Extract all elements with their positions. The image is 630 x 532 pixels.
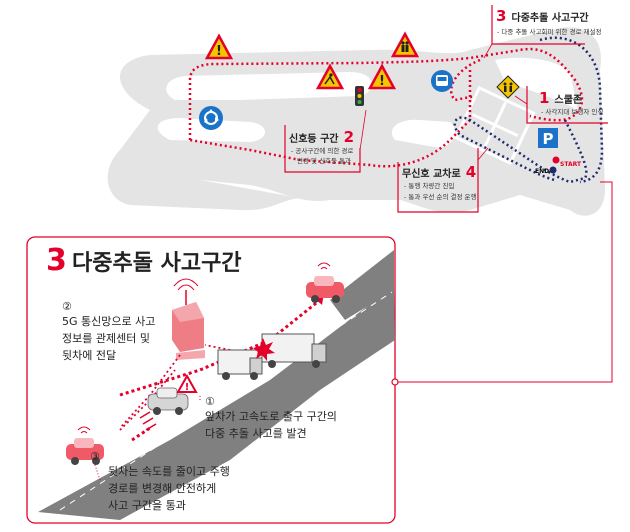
callout-unsignalized-intersection: 무신호 교차로 4	[402, 162, 476, 181]
step-3-line-1: 뒷차는 속도를 줄이고 주행	[108, 465, 230, 478]
callout-school-zone: 1 스쿨존	[539, 88, 582, 107]
panel-connector-node	[391, 378, 399, 386]
roundabout-icon	[199, 106, 223, 130]
construction-warning-icon	[315, 63, 345, 90]
warning-triangle-icon: !	[204, 33, 234, 60]
crash-burst-icon	[253, 338, 275, 361]
route-blue	[453, 116, 588, 184]
route-red	[188, 47, 584, 168]
caution-warning-icon: !	[367, 63, 397, 90]
step-1-line-1: 앞차가 고속도로 출구 구간의	[205, 410, 337, 423]
route-blue-ring	[539, 36, 604, 184]
detail-panel-heading: 3 다중추돌 사고구간	[46, 243, 242, 278]
collided-truck-2-icon	[261, 333, 327, 368]
callout-signal-section-title: 신호등 구간	[289, 134, 339, 145]
start-marker: START	[552, 156, 582, 168]
pedestrian-warning-icon	[390, 31, 420, 58]
detail-panel: !	[26, 181, 613, 524]
step-3-pointer	[93, 461, 101, 481]
step-2: ② 5G 통신망으로 사고 정보를 관제센터 및 뒷차에 전달	[62, 300, 155, 364]
detail-panel-num: 3	[46, 243, 67, 278]
step-2-marker: ②	[62, 300, 72, 313]
step-3-line-2: 경로를 변경해 안전하게	[108, 482, 217, 495]
callout-signal-section: 신호등 구간 2	[289, 127, 354, 146]
track-infield	[157, 57, 578, 148]
callout-multi-collision-num: 3	[496, 7, 507, 25]
callout-unsignalized-intersection-title: 무신호 교차로	[402, 169, 461, 180]
detail-panel-title: 다중추돌 사고구간	[71, 251, 242, 276]
callout-school-zone-title: 스쿨존	[554, 95, 583, 106]
hazard-warning-icon: !	[176, 373, 198, 393]
step-3-marker: ③	[90, 450, 100, 463]
parking-sign-icon: P	[538, 128, 558, 148]
brake-lines	[139, 411, 157, 431]
callout-school-zone-note: - 사각지대 보행자 인식	[541, 108, 604, 116]
callout-multi-collision-note: - 다중 추돌 사고회피 위한 경로 재설정	[497, 28, 602, 36]
step-1-line-2: 다중 추돌 사고를 발견	[205, 427, 307, 440]
callout-leaders	[359, 43, 528, 161]
callout-unsignalized-intersection-note-1: - 통행 차량간 진입	[404, 182, 455, 190]
callout-unsignalized-intersection-note-2: - 통과 우선 순의 결정 운행	[404, 193, 477, 201]
callout-signal-section-note-1: - 공사구간에 의한 경로	[291, 147, 354, 155]
test-track-map: ! !	[107, 5, 608, 216]
svg-text:!: !	[185, 382, 190, 393]
front-car-icon	[147, 387, 189, 415]
bus-icon	[431, 70, 453, 92]
panel-connector-line	[395, 181, 613, 383]
step-3-line-3: 사고 구간을 통과	[108, 499, 186, 512]
control-center-building-icon	[172, 278, 205, 360]
callout-signal-section-num: 2	[343, 128, 355, 146]
end-label: END	[535, 168, 549, 175]
svg-text:!: !	[216, 44, 222, 59]
highway-road	[38, 250, 395, 520]
callout-signal-section-note-2: 변경 및 신호등 통과	[297, 157, 352, 165]
intersection-grid	[453, 85, 536, 166]
step-1: ① 앞차가 고속도로 출구 구간의 다중 추돌 사고를 발견	[205, 395, 337, 442]
start-label: START	[560, 161, 582, 168]
callout-multi-collision-title: 다중추돌 사고구간	[511, 13, 589, 24]
rerouted-car-icon	[306, 262, 344, 303]
step-2-line-2: 정보를 관제센터 및	[62, 332, 150, 345]
callout-multi-collision: 3 다중추돌 사고구간	[496, 6, 589, 25]
callout-school-zone-num: 1	[539, 89, 550, 107]
step-2-line-3: 뒷차에 전달	[62, 349, 117, 362]
step-1-marker: ①	[205, 395, 215, 408]
traffic-light-icon	[355, 86, 364, 106]
parking-label: P	[543, 130, 554, 148]
step-3: ③ 뒷차는 속도를 줄이고 주행 경로를 변경해 안전하게 사고 구간을 통과	[90, 450, 230, 514]
end-marker: END	[535, 166, 557, 175]
school-zone-sign-icon	[496, 75, 520, 99]
svg-text:!: !	[379, 74, 385, 89]
collided-truck-1-icon	[217, 349, 263, 380]
callout-unsignalized-intersection-num: 4	[465, 163, 477, 181]
step-2-line-1: 5G 통신망으로 사고	[62, 315, 156, 328]
route-red-loop	[449, 58, 481, 102]
